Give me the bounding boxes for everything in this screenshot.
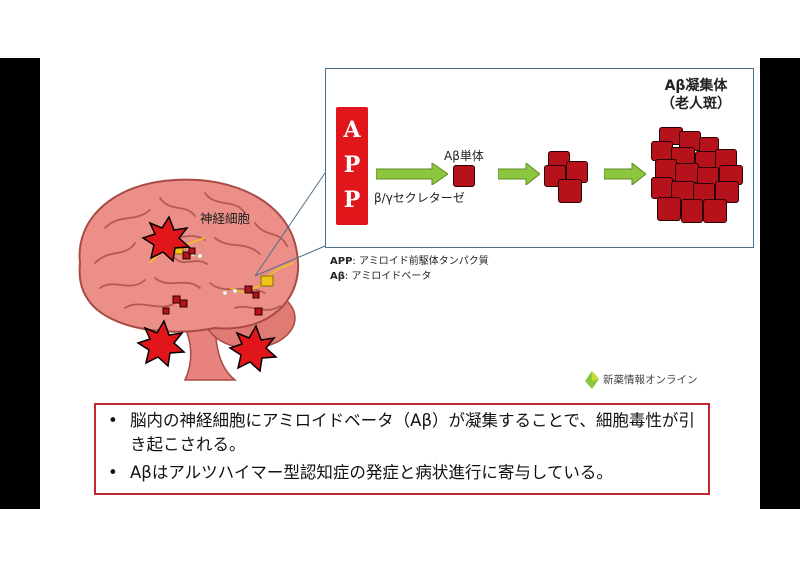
leaf-icon (585, 371, 599, 389)
enzyme-label: β/γセクレターゼ (374, 191, 465, 205)
bullet-symbol: • (108, 411, 118, 430)
neuron-label: 神経細胞 (200, 211, 251, 226)
legend-app-term: APP (330, 256, 353, 267)
callout-lines (254, 172, 326, 277)
summary-bullet-2: • Aβはアルツハイマー型認知症の発症と病状進行に寄与している。 (106, 461, 698, 485)
letterbox-left (0, 58, 40, 509)
app-letter-3: P (343, 187, 361, 213)
legend-abeta-term: Aβ (330, 271, 345, 282)
cleavage-arrow (376, 163, 448, 185)
aggregation-arrow-1 (498, 163, 540, 185)
aggregate-subtitle: （老人斑） (661, 96, 731, 112)
app-letter-2: P (343, 152, 361, 178)
abeta-plaque (651, 127, 746, 227)
legend-app-desc: : アミロイド前駆体タンパク質 (352, 256, 489, 267)
brain-illustration (78, 178, 300, 381)
app-box: A P P (336, 107, 368, 225)
legend-app: APP: アミロイド前駆体タンパク質 (330, 252, 489, 267)
monomer-label: Aβ単体 (444, 149, 484, 163)
app-letter-1: A (343, 117, 361, 143)
legend-abeta: Aβ: アミロイドベータ (330, 267, 431, 282)
summary-text-2: Aβはアルツハイマー型認知症の発症と病状進行に寄与している。 (130, 463, 613, 482)
letterbox-right (760, 58, 800, 509)
slide: 神経細胞 A P P β/γセクレターゼ Aβ単体 Aβ凝集体 (40, 58, 760, 509)
brand-name: 新薬情報オンライン (603, 374, 698, 386)
brand: 新薬情報オンライン (585, 371, 698, 389)
summary-text-1: 脳内の神経細胞にアミロイドベータ（Aβ）が凝集することで、細胞毒性が引き起こされ… (130, 411, 695, 454)
legend-abeta-desc: : アミロイドベータ (344, 271, 432, 282)
aggregation-arrow-2 (604, 163, 646, 185)
abeta-monomer (453, 165, 475, 187)
bullet-symbol: • (108, 463, 118, 482)
summary-bullet-1: • 脳内の神経細胞にアミロイドベータ（Aβ）が凝集することで、細胞毒性が引き起こ… (106, 409, 698, 457)
amyloid-process-panel: A P P β/γセクレターゼ Aβ単体 Aβ凝集体 （老人斑） (325, 68, 754, 248)
summary-box: • 脳内の神経細胞にアミロイドベータ（Aβ）が凝集することで、細胞毒性が引き起こ… (94, 403, 710, 495)
abeta-oligomer (544, 151, 592, 207)
aggregate-title: Aβ凝集体 (664, 78, 728, 94)
